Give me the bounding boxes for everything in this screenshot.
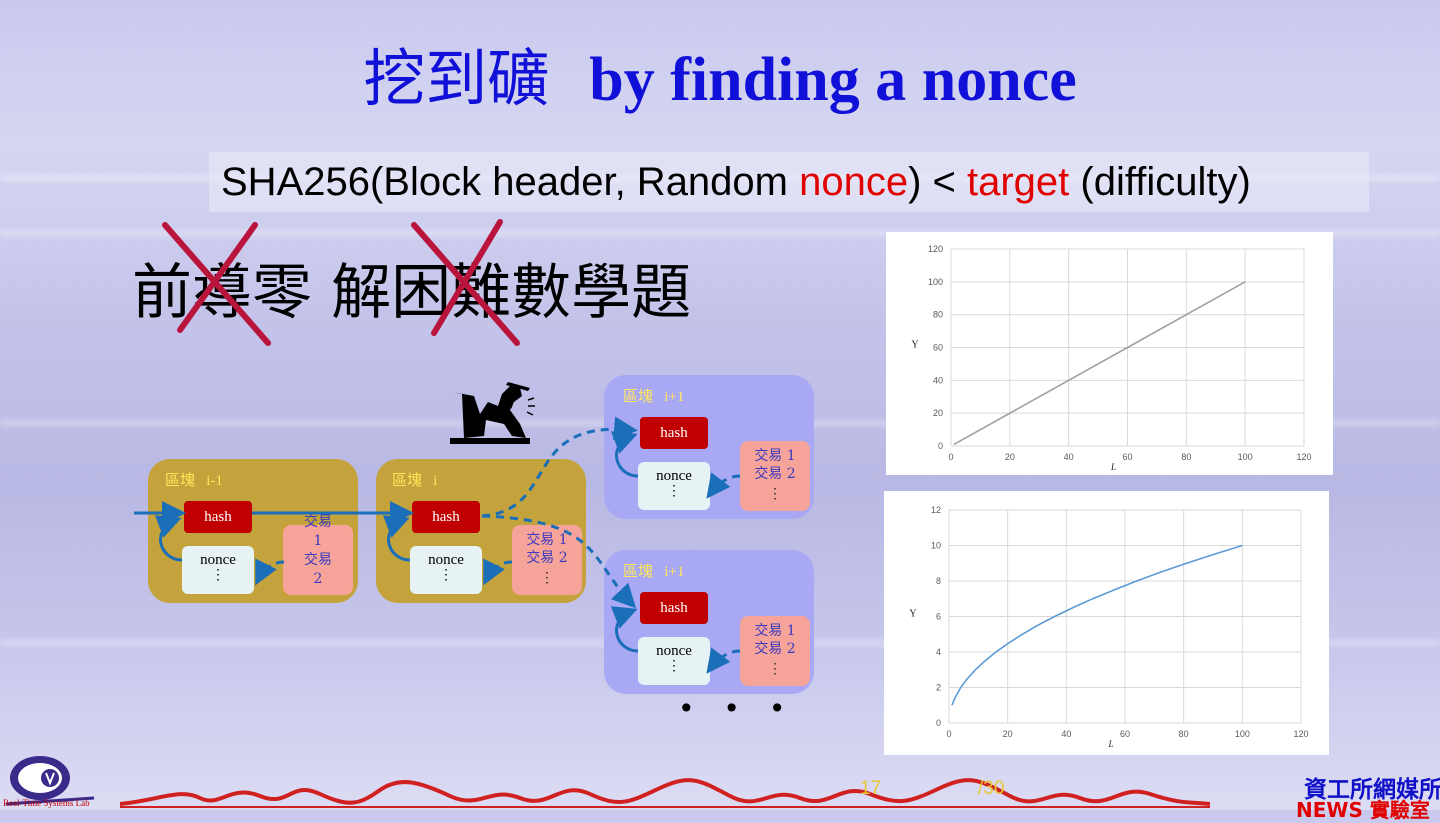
y-tick-label: 12 <box>931 505 941 515</box>
y-tick-label: 40 <box>933 375 943 385</box>
x-axis-label: L <box>1110 462 1116 472</box>
x-tick-label: 20 <box>1003 729 1013 739</box>
y-tick-label: 20 <box>933 408 943 418</box>
x-tick-label: 80 <box>1179 729 1189 739</box>
y-tick-label: 4 <box>936 647 941 657</box>
arrow-nonce-loop <box>161 520 182 560</box>
x-tick-label: 40 <box>1064 452 1074 462</box>
lab-name: Real-Time Systems Lab <box>3 798 90 808</box>
arrow-fork-up <box>482 429 632 516</box>
chart-linear: 0 20 40 60 80 100 120 0 20 40 60 80 100 120L Y <box>886 232 1333 475</box>
arrow-tx-to-nonce <box>710 476 740 494</box>
lab-news-label: NEWS 實驗室 <box>1296 794 1430 823</box>
more-blocks-ellipsis: • • • <box>678 692 795 725</box>
page-current: 17 <box>860 778 881 800</box>
arrow-nonce-loop <box>389 520 410 560</box>
x-tick-label: 40 <box>1061 729 1071 739</box>
page-total: /30 <box>978 778 1004 800</box>
x-tick-label: 100 <box>1235 729 1250 739</box>
arrow-nonce-loop <box>617 436 638 476</box>
x-tick-label: 120 <box>1293 729 1308 739</box>
x-tick-label: 0 <box>948 452 953 462</box>
y-axis-label: Y <box>909 609 916 620</box>
y-tick-label: 0 <box>938 441 943 451</box>
x-tick-label: 60 <box>1120 729 1130 739</box>
arrow-nonce-loop <box>617 611 638 651</box>
y-tick-label: 80 <box>933 310 943 320</box>
arrow-tx-to-nonce <box>258 562 284 580</box>
decorative-footer-wave <box>120 774 1210 810</box>
x-tick-label: 100 <box>1238 452 1253 462</box>
y-axis-label: Y <box>911 340 918 351</box>
y-tick-label: 0 <box>936 718 941 728</box>
y-tick-label: 100 <box>928 277 943 287</box>
x-tick-label: 80 <box>1181 452 1191 462</box>
arrow-tx-to-nonce <box>710 651 740 669</box>
y-tick-label: 60 <box>933 343 943 353</box>
series-line <box>952 546 1242 706</box>
x-tick-label: 60 <box>1122 452 1132 462</box>
y-tick-label: 6 <box>936 612 941 622</box>
y-tick-label: 8 <box>936 576 941 586</box>
y-tick-label: 120 <box>928 244 943 254</box>
y-tick-label: 10 <box>931 541 941 551</box>
x-tick-label: 20 <box>1005 452 1015 462</box>
x-tick-label: 0 <box>946 729 951 739</box>
y-tick-label: 2 <box>936 683 941 693</box>
series-line <box>954 282 1245 445</box>
arrow-fork-down <box>482 516 632 604</box>
arrow-tx-to-nonce <box>486 562 512 580</box>
x-tick-label: 120 <box>1296 452 1311 462</box>
x-axis-label: L <box>1107 739 1113 749</box>
